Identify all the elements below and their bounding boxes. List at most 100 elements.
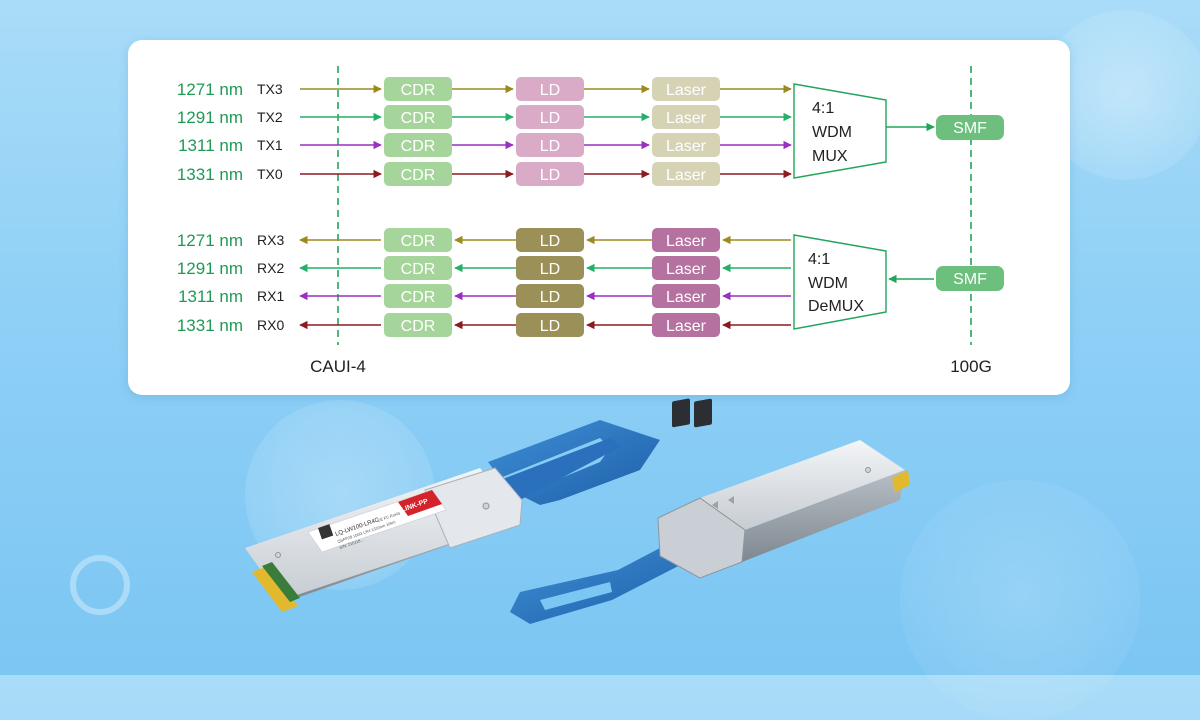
tx-cdr-block <box>384 162 452 186</box>
pull-tab-left <box>488 420 660 505</box>
tx-smf-block <box>936 115 1004 140</box>
screw-icon <box>275 552 281 558</box>
rx-lane-label: RX2 <box>257 260 284 276</box>
rx-ld-block <box>516 313 584 337</box>
tx-laser-block-label: Laser <box>666 138 707 155</box>
rx-wavelength-label: 1291 nm <box>177 259 243 278</box>
rx-laser-block <box>652 228 720 252</box>
tx-laser-block-label: Laser <box>666 167 707 184</box>
rx-laser-block <box>652 313 720 337</box>
screw-icon <box>865 467 871 473</box>
rx-wavelength-label: 1331 nm <box>177 316 243 335</box>
tx-cdr-block-label: CDR <box>401 138 436 155</box>
wdm-demux <box>793 234 887 330</box>
rx-smf-block <box>936 266 1004 291</box>
tx-ld-block <box>516 105 584 129</box>
mux-label-line3: MUX <box>812 148 848 165</box>
rx-laser-block <box>652 256 720 280</box>
rx-cdr-block-label: CDR <box>401 261 436 278</box>
transceiver-module-left: LINK-PP LQ-LW100-LR4C QSFP28 100G LR4 13… <box>245 420 660 612</box>
rx-cdr-block <box>384 284 452 308</box>
tx-wavelength-label: 1271 nm <box>177 80 243 99</box>
module-left-label: LINK-PP LQ-LW100-LR4C QSFP28 100G LR4 13… <box>307 489 447 553</box>
transceiver-module-right <box>510 398 910 624</box>
module-left-housing <box>424 467 523 549</box>
demux-label-line1: 4:1 <box>808 251 830 268</box>
tx-laser-block <box>652 133 720 157</box>
screw-icon <box>482 502 490 510</box>
rx-cdr-block <box>384 256 452 280</box>
rx-laser-block-label: Laser <box>666 318 707 335</box>
rx-ld-block-label: LD <box>540 289 560 306</box>
100g-label: 100G <box>950 357 992 376</box>
tx-ld-block <box>516 133 584 157</box>
demux-label-line2: WDM <box>808 275 848 292</box>
rx-laser-block-label: Laser <box>666 233 707 250</box>
tx-lane-label: TX2 <box>257 109 283 125</box>
tx-ld-block <box>516 162 584 186</box>
tx-lane-label: TX3 <box>257 81 283 97</box>
rx-ld-block-label: LD <box>540 318 560 335</box>
module-right-side <box>742 470 905 562</box>
caui-4-label: CAUI-4 <box>310 357 366 376</box>
mux-label-line1: 4:1 <box>812 100 834 117</box>
tx-cdr-block-label: CDR <box>401 167 436 184</box>
rx-ld-block <box>516 228 584 252</box>
qr-code-icon <box>318 524 334 540</box>
rx-cdr-block-label: CDR <box>401 233 436 250</box>
wdm-mux <box>793 83 887 179</box>
lc-port <box>672 398 690 428</box>
port-arrow-icon <box>712 501 718 509</box>
tx-cdr-block-label: CDR <box>401 110 436 127</box>
rx-cdr-block-label: CDR <box>401 318 436 335</box>
rx-lane-label: RX1 <box>257 288 284 304</box>
rx-laser-block-label: Laser <box>666 289 707 306</box>
rx-laser-block <box>652 284 720 308</box>
tx-laser-block <box>652 105 720 129</box>
tx-cdr-block-label: CDR <box>401 82 436 99</box>
rx-wavelength-label: 1271 nm <box>177 231 243 250</box>
tx-cdr-block <box>384 77 452 101</box>
rx-ld-block <box>516 284 584 308</box>
diagram-card <box>128 40 1070 395</box>
rx-ld-block-label: LD <box>540 261 560 278</box>
tx-ld-block-label: LD <box>540 167 560 184</box>
tx-cdr-block <box>384 133 452 157</box>
lc-port <box>694 398 712 428</box>
rx-cdr-block-label: CDR <box>401 289 436 306</box>
tx-laser-block <box>652 162 720 186</box>
rx-cdr-block <box>384 228 452 252</box>
tx-laser-block-label: Laser <box>666 110 707 127</box>
port-arrow-icon <box>728 496 734 504</box>
tx-laser-block-label: Laser <box>666 82 707 99</box>
mux-label-line2: WDM <box>812 124 852 141</box>
module-right-top <box>700 440 905 530</box>
tx-ld-block-label: LD <box>540 138 560 155</box>
rx-ld-block-label: LD <box>540 233 560 250</box>
module-right-front <box>657 497 746 579</box>
pcb-edge-right <box>892 470 910 492</box>
rx-lane-label: RX3 <box>257 232 284 248</box>
pull-tab-right-loop <box>540 582 612 610</box>
rx-wavelength-label: 1311 nm <box>178 287 243 306</box>
tx-cdr-block <box>384 105 452 129</box>
pcb-left <box>262 562 300 602</box>
tx-smf-label: SMF <box>953 120 987 137</box>
pull-tab-left-arm <box>500 438 622 500</box>
tx-ld-block <box>516 77 584 101</box>
tx-ld-block-label: LD <box>540 82 560 99</box>
demux-label-line3: DeMUX <box>808 298 864 315</box>
tx-laser-block <box>652 77 720 101</box>
tx-lane-label: TX0 <box>257 166 283 182</box>
tx-wavelength-label: 1311 nm <box>178 136 243 155</box>
product-images: LINK-PP LQ-LW100-LR4C QSFP28 100G LR4 13… <box>245 398 910 624</box>
rx-smf-label: SMF <box>953 271 987 288</box>
rx-lane-label: RX0 <box>257 317 284 333</box>
rx-ld-block <box>516 256 584 280</box>
tx-lane-label: TX1 <box>257 137 283 153</box>
tx-ld-block-label: LD <box>540 110 560 127</box>
rx-laser-block-label: Laser <box>666 261 707 278</box>
pcb-edge-left <box>252 566 298 612</box>
tx-wavelength-label: 1331 nm <box>177 165 243 184</box>
